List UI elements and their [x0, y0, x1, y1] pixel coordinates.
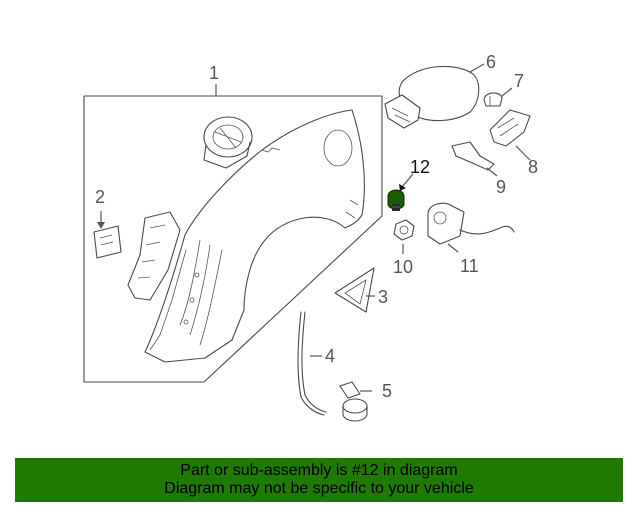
part-12-highlighted [387, 173, 414, 211]
callout-1: 1 [209, 63, 219, 83]
callout-10: 10 [393, 257, 413, 277]
part-11-release-cable [427, 202, 515, 253]
banner-line-1: Part or sub-assembly is #12 in diagram [180, 462, 458, 479]
part-7-clip [483, 87, 513, 107]
banner-line-2: Diagram may not be specific to your vehi… [164, 480, 474, 497]
part-8-actuator [489, 109, 531, 161]
part-1-quarter-panel [83, 95, 383, 383]
callout-6: 6 [486, 52, 496, 72]
part-3-trim-piece [334, 267, 375, 313]
callout-8: 8 [528, 157, 538, 177]
callout-12: 12 [410, 157, 430, 177]
callout-9: 9 [496, 177, 506, 197]
part-6-fuel-door [384, 63, 485, 129]
part-10-nut [393, 219, 415, 254]
callout-5: 5 [382, 381, 392, 401]
callout-4: 4 [325, 346, 335, 366]
info-banner: Part or sub-assembly is #12 in diagram D… [15, 458, 623, 502]
parts-diagram: 1 2 3 4 5 6 7 8 9 10 11 12 [83, 52, 538, 422]
callout-11: 11 [460, 256, 479, 276]
part-5-grommet [339, 381, 372, 422]
part-9-hinge [451, 141, 498, 177]
callout-3: 3 [378, 287, 388, 307]
callout-2: 2 [95, 187, 105, 207]
part-2-bracket [93, 211, 181, 301]
part-4-seal [297, 311, 327, 416]
callout-7: 7 [514, 71, 524, 91]
